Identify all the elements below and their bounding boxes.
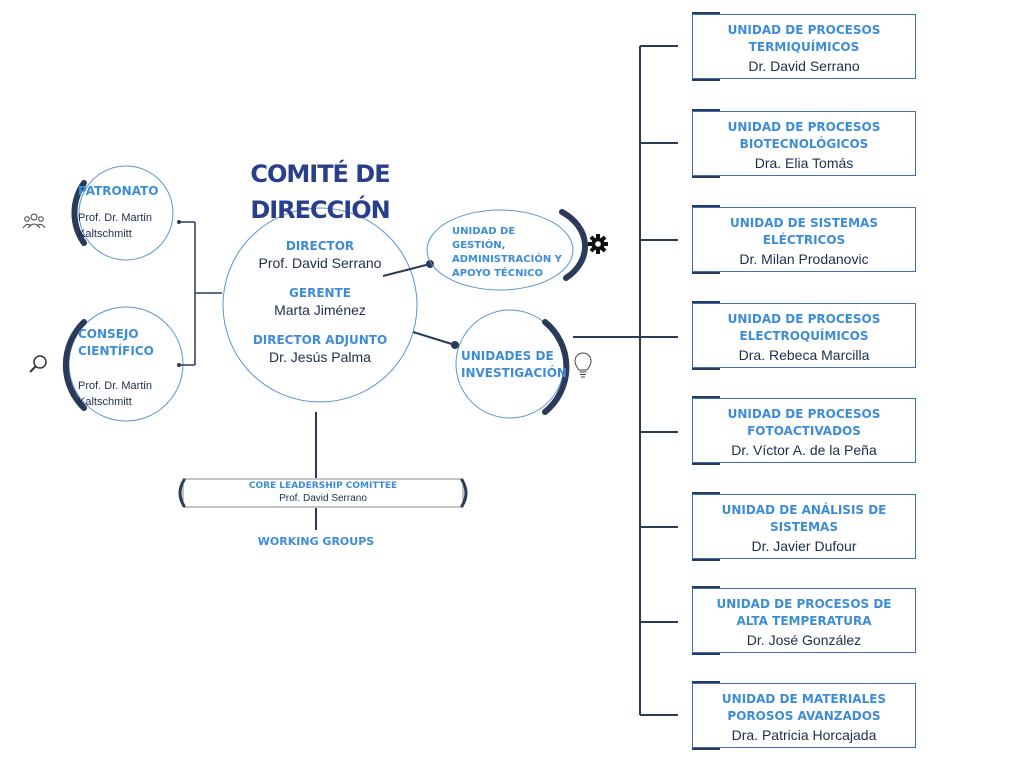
- gestion-ellipse: [426, 209, 574, 291]
- unit-title: UNIDAD DE PROCESOS: [727, 23, 881, 37]
- gestion-line3: APOYO TÉCNICO: [452, 268, 544, 279]
- committee-title: COMITÉ DE DIRECCIÓN: [220, 156, 420, 228]
- unit-title: UNIDAD DE PROCESOS: [727, 120, 881, 134]
- consejo-arc: [62, 319, 87, 411]
- core-leadership-box: [182, 478, 464, 508]
- unit-title-line2: FOTOACTIVADOS: [747, 424, 861, 438]
- manager-label: GERENTE: [289, 286, 351, 300]
- gestion-line1: UNIDAD DE GESTIÓN,: [452, 226, 516, 251]
- patronato-circle: [78, 165, 174, 261]
- patronato-arc: [71, 180, 87, 246]
- unit-director: Dr. Víctor A. de la Peña: [731, 442, 877, 458]
- investigacion-line1: UNIDADES DE: [461, 349, 554, 363]
- unit-box: UNIDAD DE PROCESOS TERMIQUÍMICOS Dr. David…: [692, 14, 916, 79]
- consejo-node: CONSEJO CIENTÍFICO Prof. Dr. Martin Kalt…: [78, 326, 173, 410]
- patronato-label: PATRONATO: [78, 184, 159, 198]
- unit-title-line2: ALTA TEMPERATURA: [736, 614, 872, 628]
- unit-title-line2: POROSOS AVANZADOS: [727, 709, 881, 723]
- unit-box: UNIDAD DE PROCESOS DE ALTA TEMPERATURA Dr.…: [692, 588, 916, 653]
- magnifier-icon: [29, 355, 47, 373]
- unit-director: Dra. Elia Tomás: [754, 155, 854, 171]
- unit-director: Dra. Patricia Horcajada: [731, 727, 877, 743]
- unit-box: UNIDAD DE PROCESOS BIOTECNOLÓGICOS Dra. El…: [692, 111, 916, 176]
- consejo-label-1: CONSEJO: [78, 327, 139, 341]
- investigacion-arc: [542, 319, 570, 415]
- gear-icon: [588, 234, 608, 254]
- unit-title-line2: ELECTROQUÍMICOS: [739, 329, 869, 343]
- title-line2: DIRECCIÓN: [250, 196, 390, 224]
- gestion-arc: [559, 209, 589, 281]
- lightbulb-icon: [574, 352, 592, 378]
- unit-box: UNIDAD DE PROCESOS ELECTROQUÍMICOS Dra. Re…: [692, 303, 916, 368]
- unit-title: UNIDAD DE MATERIALES: [721, 692, 887, 706]
- investigacion-node: UNIDADES DE INVESTIGACIÓN: [461, 348, 567, 382]
- consejo-name-2: Kaltschmitt: [78, 396, 132, 408]
- unit-box: UNIDAD DE SISTEMAS ELÉCTRICOS Dr. Milan Pr…: [692, 207, 916, 272]
- consejo-label-2: CIENTÍFICO: [78, 344, 154, 358]
- unit-title-line2: SISTEMAS: [769, 520, 838, 534]
- committee-content: DIRECTOR Prof. David Serrano GERENTE Mar…: [230, 238, 410, 366]
- title-line1: COMITÉ DE: [250, 160, 390, 188]
- unit-title: UNIDAD DE SISTEMAS: [730, 216, 878, 230]
- people-icon: [22, 213, 46, 229]
- unit-director: Dr. Milan Prodanovic: [739, 251, 869, 267]
- patronato-name-2: Kaltschmitt: [78, 228, 132, 240]
- director-label: DIRECTOR: [285, 239, 355, 253]
- unit-box: UNIDAD DE ANÁLISIS DE SISTEMAS Dr. Javier …: [692, 494, 916, 559]
- deputy-label: DIRECTOR ADJUNTO: [252, 333, 388, 347]
- unit-title: UNIDAD DE ANÁLISIS DE: [721, 503, 887, 517]
- director-name: Prof. David Serrano: [258, 255, 382, 271]
- consejo-name-1: Prof. Dr. Martin: [78, 380, 152, 392]
- unit-director: Dr. Javier Dufour: [751, 538, 857, 554]
- gestion-line2: ADMINISTRACIÓN Y: [452, 254, 562, 265]
- manager-name: Marta Jiménez: [274, 302, 366, 318]
- patronato-node: PATRONATO Prof. Dr. Martin Kaltschmitt: [78, 183, 173, 242]
- unit-title-line2: ELÉCTRICOS: [762, 233, 846, 247]
- unit-box: UNIDAD DE PROCESOS FOTOACTIVADOS Dr. Vícto…: [692, 398, 916, 463]
- patronato-name-1: Prof. Dr. Martin: [78, 212, 152, 224]
- unit-director: Dr. David Serrano: [748, 58, 860, 74]
- consejo-circle: [68, 306, 184, 422]
- unit-director: Dr. José González: [746, 632, 862, 648]
- unit-title-line2: TERMIQUÍMICOS: [748, 40, 860, 54]
- investigacion-line2: INVESTIGACIÓN: [461, 366, 567, 380]
- unit-director: Dra. Rebeca Marcilla: [738, 347, 870, 363]
- working-groups: WORKING GROUPS: [257, 535, 375, 548]
- unit-title: UNIDAD DE PROCESOS: [727, 407, 881, 421]
- unit-title: UNIDAD DE PROCESOS: [727, 312, 881, 326]
- unit-box: UNIDAD DE MATERIALES POROSOS AVANZADOS Dra…: [692, 683, 916, 748]
- core-name: Prof. David Serrano: [279, 493, 367, 504]
- core-label: CORE LEADERSHIP COMITTEE: [248, 481, 398, 491]
- core-leadership: CORE LEADERSHIP COMITTEE Prof. David Ser…: [183, 480, 463, 505]
- unit-title-line2: BIOTECNOLÓGICOS: [739, 137, 869, 151]
- committee-circle: [222, 207, 418, 403]
- deputy-name: Dr. Jesús Palma: [269, 349, 371, 365]
- unit-title: UNIDAD DE PROCESOS DE: [716, 597, 892, 611]
- gestion-node: UNIDAD DE GESTIÓN, ADMINISTRACIÓN Y APOY…: [452, 225, 572, 281]
